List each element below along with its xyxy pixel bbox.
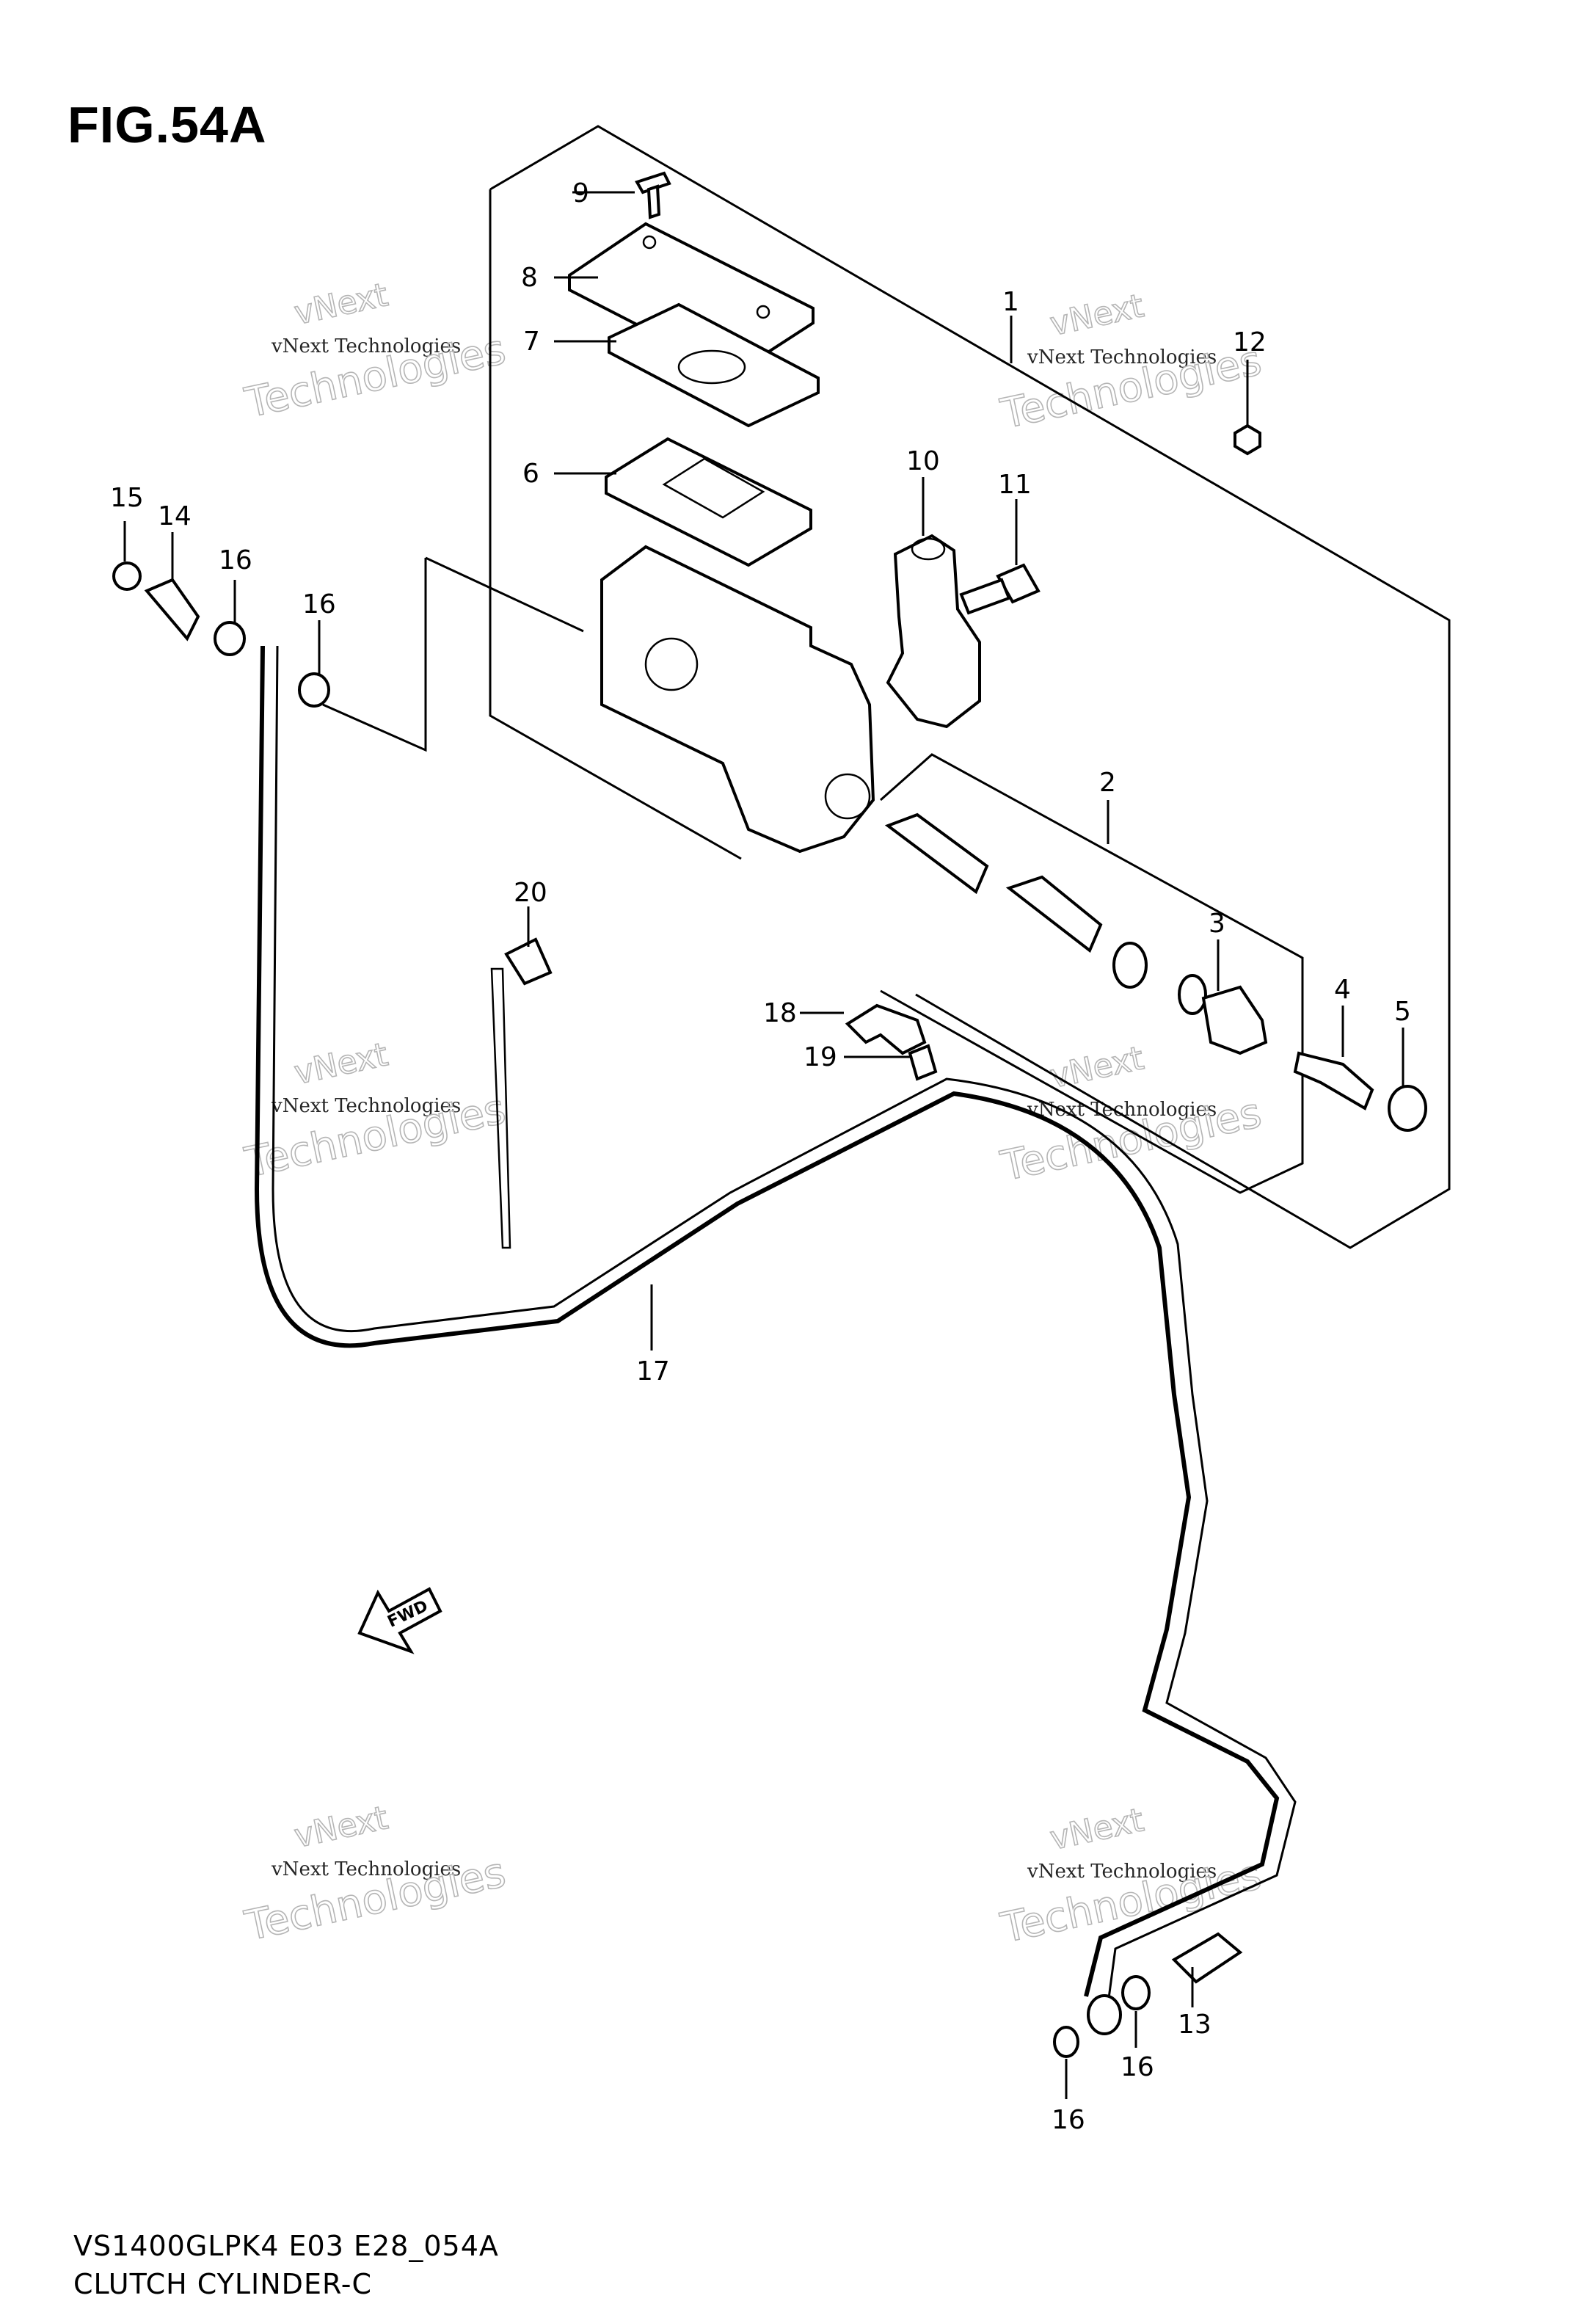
callout-6: 6 (522, 459, 539, 489)
watermark-text: vNext (291, 1799, 391, 1855)
piston-kit-2 (884, 813, 1207, 1015)
bleeder-14 (144, 578, 200, 641)
callout-16b: 16 (302, 589, 336, 619)
callout-7: 7 (523, 327, 540, 357)
watermark-text: vNext Technologies (1027, 1861, 1217, 1883)
callout-19: 19 (804, 1042, 837, 1072)
callout-16d: 16 (1052, 2105, 1085, 2135)
callout-11: 11 (998, 470, 1032, 500)
callout-18: 18 (763, 998, 797, 1028)
callout-15: 15 (110, 483, 144, 513)
callout-3: 3 (1209, 909, 1225, 939)
callout-12: 12 (1233, 327, 1267, 357)
washer-16b (298, 672, 330, 708)
washer-16c (1121, 1975, 1151, 2010)
callout-8: 8 (521, 263, 538, 293)
callout-4: 4 (1334, 975, 1351, 1005)
watermark-text: vNext Technologies (271, 1858, 461, 1880)
bolt-19 (908, 1044, 938, 1081)
watermark-text: vNext Technologies (1027, 1099, 1217, 1121)
cable-tie-20 (490, 937, 553, 1249)
callout-2: 2 (1099, 768, 1116, 798)
callout-10: 10 (906, 446, 940, 476)
callouts: 9 8 7 6 1 12 10 11 15 14 16 16 2 3 4 5 2… (110, 178, 1411, 2135)
diaphragm-6 (605, 437, 812, 567)
banjo-bottom (1087, 1994, 1122, 2035)
watermark-text: vNext Technologies (1027, 346, 1217, 368)
watermark-text: vNext (1047, 1039, 1147, 1096)
assembly-boundary-1 (489, 125, 1451, 1249)
callout-5: 5 (1394, 997, 1411, 1027)
callout-17: 17 (636, 1356, 670, 1386)
banjo-bolt-13 (1171, 1932, 1243, 1984)
clutch-hose-17 (254, 645, 1280, 1997)
washer-16d (1053, 2026, 1079, 2058)
callout-16a: 16 (219, 545, 252, 575)
master-cylinder-body (600, 545, 875, 854)
footer-diagram-name: CLUTCH CYLINDER-C (73, 2268, 373, 2300)
diaphragm-plate-7 (608, 302, 820, 428)
pin-4 (1293, 1051, 1374, 1110)
cap-15 (112, 561, 142, 591)
watermark-text: vNext (1047, 287, 1147, 343)
bolt-11 (959, 563, 1041, 615)
watermark-text: vNext (291, 276, 391, 332)
watermark-text: vNext (1047, 1801, 1147, 1858)
banjo-leader-box (322, 558, 427, 752)
assembly-boundary-1b (489, 189, 742, 860)
clamp-18 (845, 1003, 927, 1055)
callout-13: 13 (1178, 2010, 1211, 2040)
screw-9 (635, 171, 671, 219)
leader-lines (123, 191, 1404, 2099)
banjo-leader-top (425, 556, 584, 633)
cap-5 (1388, 1085, 1427, 1132)
nut-12 (1234, 423, 1261, 456)
washer-16a (214, 621, 246, 656)
fwd-arrow: FWD (357, 1587, 442, 1654)
watermark-text: vNext (291, 1036, 391, 1092)
reservoir-cover-8 (568, 222, 815, 377)
callout-16c: 16 (1121, 2052, 1154, 2082)
callout-14: 14 (158, 501, 192, 531)
callout-1: 1 (1002, 287, 1019, 317)
callout-9: 9 (572, 178, 589, 208)
boot-3 (1201, 985, 1268, 1055)
footer-model-code: VS1400GLPK4 E03 E28_054A (73, 2230, 499, 2262)
watermark-text: vNext Technologies (271, 335, 461, 357)
watermark-text: vNext Technologies (271, 1095, 461, 1117)
callout-20: 20 (514, 878, 547, 908)
holder-10 (886, 534, 981, 729)
figure-title: FIG.54A (68, 96, 267, 153)
